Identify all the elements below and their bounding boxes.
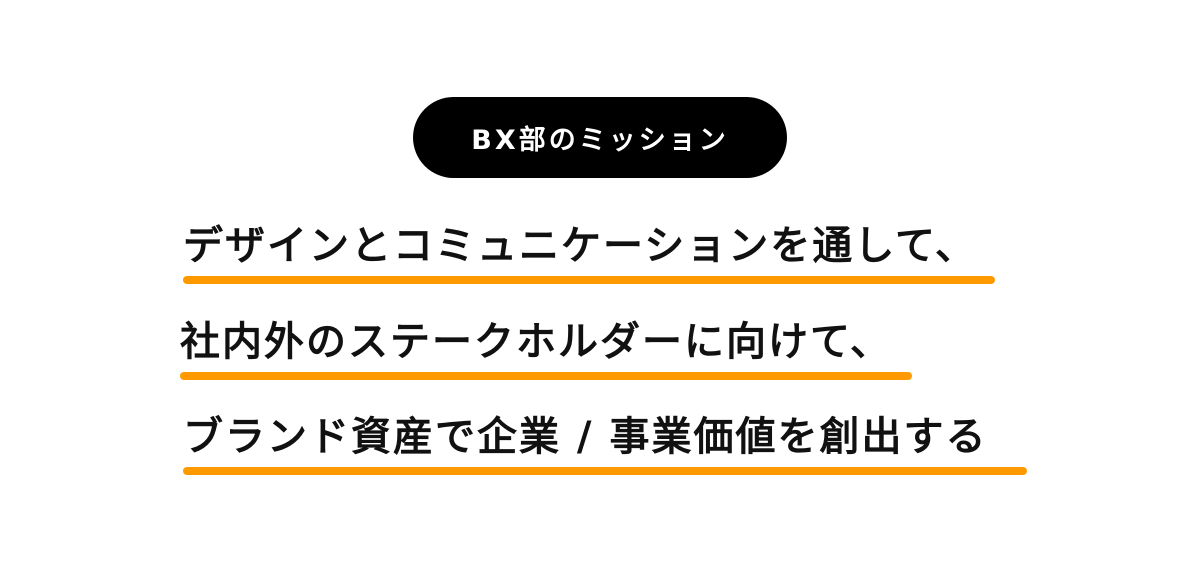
mission-underline-1	[183, 276, 995, 284]
mission-badge-label: BX部のミッション	[471, 125, 729, 156]
mission-badge: BX部のミッション	[413, 97, 787, 178]
mission-line-1: デザインとコミュニケーションを通して、	[183, 223, 977, 269]
mission-line-2: 社内外のステークホルダーに向けて、	[180, 319, 892, 365]
mission-underline-3	[183, 467, 1027, 475]
mission-underline-2	[180, 372, 912, 380]
mission-line-3: ブランド資産で企業 / 事業価値を創出する	[183, 414, 988, 460]
